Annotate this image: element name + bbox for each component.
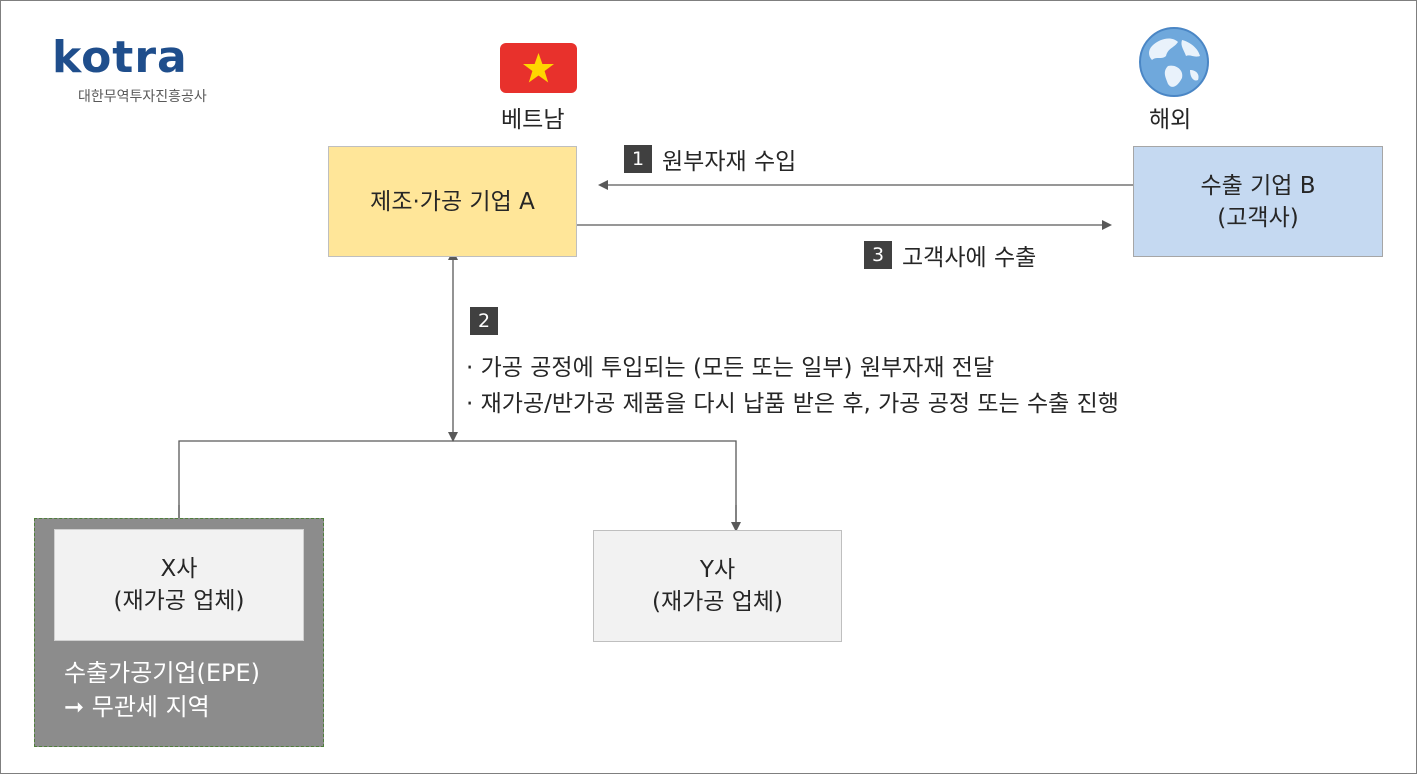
connector-branch xyxy=(178,440,737,529)
step-3: 3 고객사에 수출 xyxy=(864,238,1036,272)
logo-wordmark: kotra xyxy=(52,32,188,83)
globe-icon xyxy=(1139,27,1209,97)
node-y-subtitle: (재가공 업체) xyxy=(651,589,784,615)
node-y-title: Y사 xyxy=(699,557,736,583)
node-a-label: 제조·가공 기업 A xyxy=(370,188,535,215)
step-2-note-1: · 가공 공정에 투입되는 (모든 또는 일부) 원부자재 전달 xyxy=(466,355,995,381)
epe-label: 수출가공기업(EPE) ➞ 무관세 지역 xyxy=(64,656,260,724)
node-processor-y: Y사 (재가공 업체) xyxy=(593,530,842,642)
step-3-badge: 3 xyxy=(864,241,892,269)
vietnam-flag-icon xyxy=(500,43,577,93)
node-b-subtitle: (고객사) xyxy=(1217,204,1299,231)
step-2-badge: 2 xyxy=(470,307,498,335)
node-exporter-b: 수출 기업 B (고객사) xyxy=(1133,146,1383,257)
location-vietnam: 베트남 xyxy=(501,107,565,133)
kotra-logo: kotra 대한무역투자진흥공사 xyxy=(52,34,242,106)
node-x-subtitle: (재가공 업체) xyxy=(113,588,245,614)
step-2: 2 xyxy=(470,307,508,335)
step-3-label: 고객사에 수출 xyxy=(902,245,1037,271)
node-x-title: X사 xyxy=(160,556,198,582)
step-1-badge: 1 xyxy=(624,145,652,173)
step-1: 1 원부자재 수입 xyxy=(624,142,796,176)
node-b-title: 수출 기업 B xyxy=(1200,172,1316,199)
step-2-note-2: · 재가공/반가공 제품을 다시 납품 받은 후, 가공 공정 또는 수출 진행 xyxy=(466,391,1119,417)
location-overseas: 해외 xyxy=(1149,107,1192,133)
step-1-label: 원부자재 수입 xyxy=(662,149,797,175)
node-processor-x: X사 (재가공 업체) xyxy=(54,529,304,641)
epe-title: 수출가공기업(EPE) xyxy=(64,659,261,687)
node-manufacturer-a: 제조·가공 기업 A xyxy=(328,146,577,257)
logo-subtitle: 대한무역투자진흥공사 xyxy=(78,89,207,105)
epe-note: ➞ 무관세 지역 xyxy=(64,693,210,721)
